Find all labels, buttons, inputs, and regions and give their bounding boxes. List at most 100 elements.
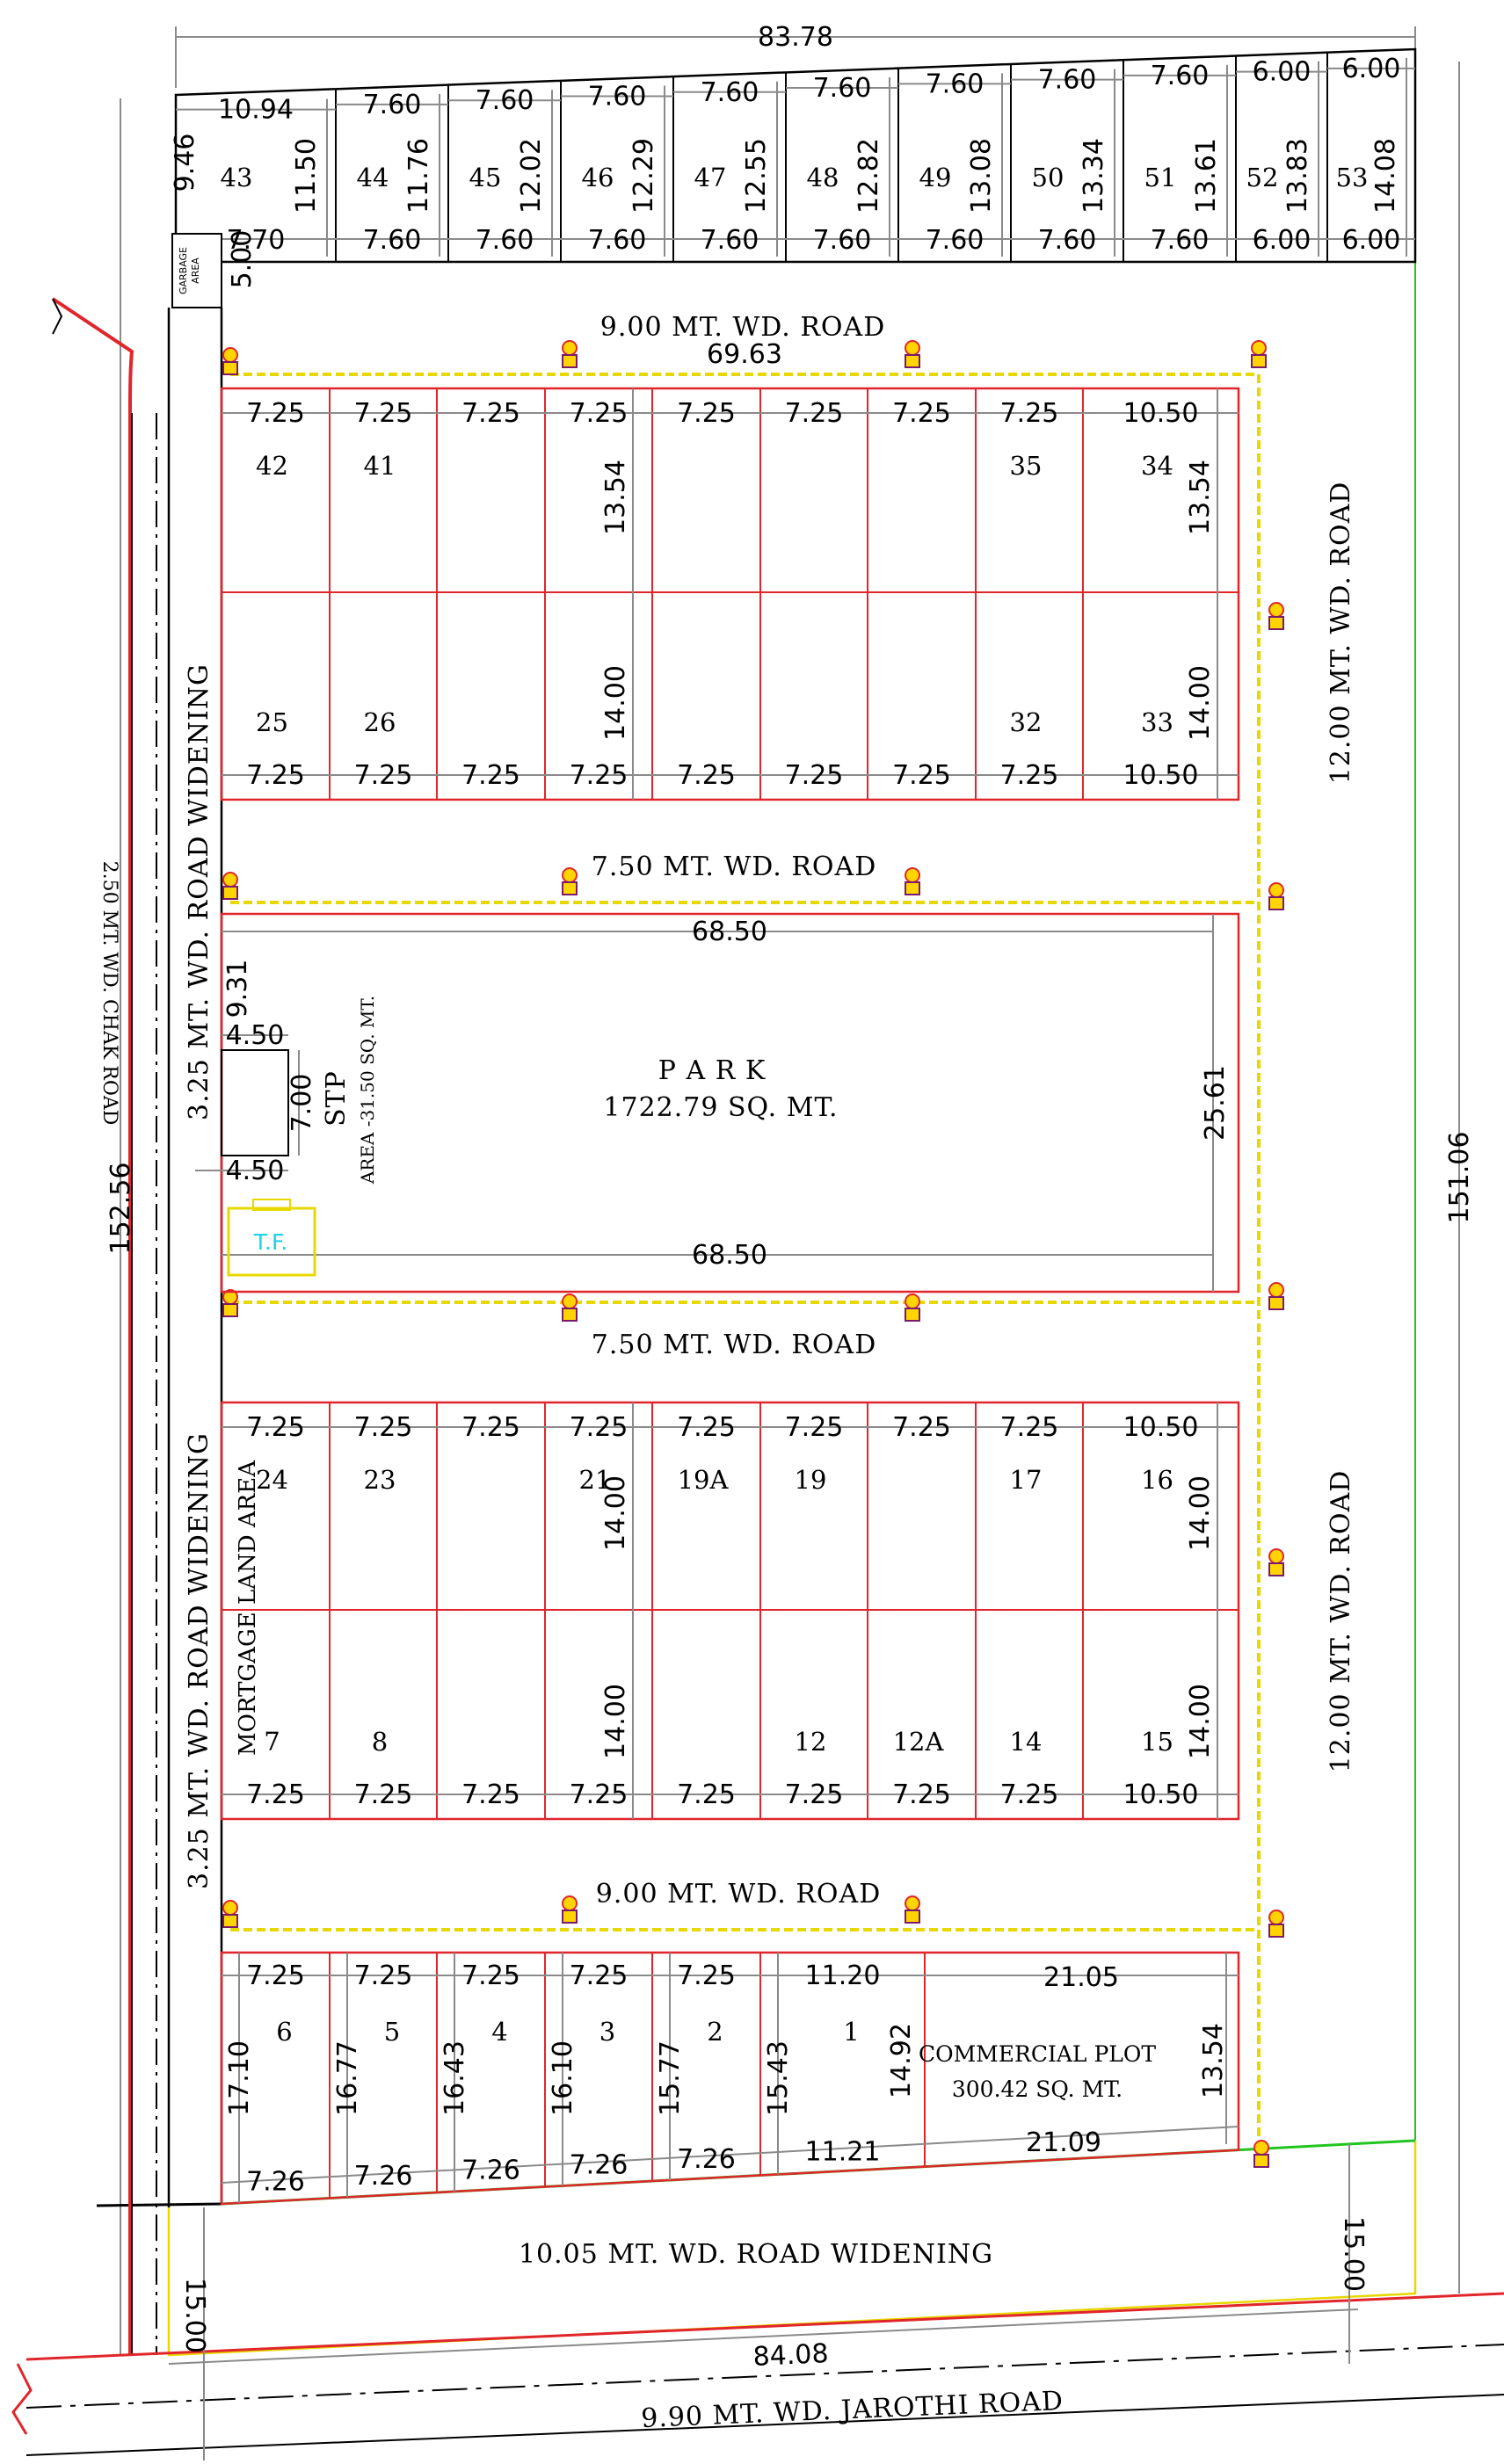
plot-52-number: 52 — [1246, 163, 1279, 192]
plot-5-front: 7.25 — [354, 1960, 413, 1991]
road-7-5m-a-label: 7.50 MT. WD. ROAD — [592, 852, 877, 882]
street-light-icon — [222, 1900, 238, 1916]
commercial-label: COMMERCIAL PLOT — [919, 2041, 1156, 2067]
block-a-bottom-width-3: 7.25 — [570, 760, 628, 791]
stp-width-bottom: 4.50 — [226, 1156, 285, 1186]
block-a-top-width-8: 10.50 — [1123, 398, 1199, 429]
plot-44-front: 7.60 — [363, 90, 422, 120]
block-a-outline — [220, 387, 1240, 801]
commercial-front: 21.05 — [1043, 1962, 1119, 1993]
block-a-depth-bottom: 14.00 — [1185, 665, 1216, 741]
top-row-outline — [174, 47, 1417, 264]
block-b-top-width-8: 10.50 — [1123, 1412, 1199, 1443]
commercial-depth: 13.54 — [1198, 2023, 1229, 2098]
street-light-base-icon — [1268, 1562, 1284, 1576]
block-b-bottom-width-1: 7.25 — [354, 1779, 413, 1810]
road-7-5m-b-label: 7.50 MT. WD. ROAD — [592, 1330, 877, 1360]
plot-43-back: 7.70 — [227, 225, 286, 256]
street-light-base-icon — [905, 1308, 920, 1322]
block-a-depth-bottom: 14.00 — [600, 665, 631, 741]
plot-3-front: 7.25 — [570, 1960, 628, 1991]
plot-42-number: 42 — [256, 451, 288, 481]
plot-43-number: 43 — [221, 163, 253, 192]
commercial-back: 21.09 — [1026, 2127, 1101, 2158]
street-light-icon — [1268, 1548, 1284, 1564]
block-a-bottom-width-8: 10.50 — [1123, 760, 1199, 791]
plot-15-number: 15 — [1141, 1727, 1173, 1757]
plot-47-depth: 12.55 — [741, 138, 772, 214]
plot-6-front: 7.25 — [246, 1960, 305, 1991]
plot-8-number: 8 — [372, 1727, 388, 1757]
street-light-icon — [562, 867, 578, 883]
street-light-base-icon — [562, 1910, 578, 1924]
plot-47-front: 7.60 — [701, 77, 759, 108]
street-light-base-icon — [562, 354, 578, 368]
plot-6-depth: 17.10 — [224, 2040, 255, 2116]
plot-1-right-depth: 14.92 — [886, 2023, 917, 2098]
block-a-top-width-1: 7.25 — [354, 398, 413, 429]
block-b-bottom-width-6: 7.25 — [892, 1779, 951, 1810]
plot-4-front: 7.25 — [461, 1960, 520, 1991]
plot-23-number: 23 — [364, 1465, 396, 1495]
plot-48-front: 7.60 — [813, 73, 872, 104]
plot-46-back: 7.60 — [588, 225, 647, 256]
block-b-depth-bottom: 14.00 — [600, 1684, 631, 1759]
top-width-label: 83.78 — [758, 22, 833, 53]
stp-area-label: AREA -31.50 SQ. MT. — [357, 996, 378, 1185]
stp-height: 7.00 — [287, 1074, 317, 1133]
plot-1-back: 11.21 — [805, 2137, 881, 2168]
jarothi-road-label: 9.90 MT. WD. JAROTHI ROAD — [641, 2386, 1064, 2434]
plot-6-number: 6 — [276, 2017, 292, 2047]
plot-1-number: 1 — [843, 2017, 859, 2047]
block-a-bottom-width-6: 7.25 — [892, 760, 951, 791]
block-b-top-width-0: 7.25 — [246, 1412, 305, 1443]
mortgage-label: MORTGAGE LAND AREA — [235, 1460, 261, 1756]
plot-33-number: 33 — [1141, 707, 1173, 737]
park-height: 25.61 — [1200, 1065, 1231, 1141]
block-b-bottom-width-8: 10.50 — [1123, 1779, 1199, 1810]
top-plot-row: 9.4610.947.7011.50437.607.6011.76447.607… — [170, 47, 1417, 264]
plot-12-number: 12 — [795, 1727, 827, 1757]
street-light-base-icon — [1251, 354, 1267, 368]
street-light-base-icon — [905, 354, 920, 368]
block-b-top-width-3: 7.25 — [570, 1412, 628, 1443]
plot-51-depth: 13.61 — [1191, 138, 1222, 214]
chak-road-label: 2.50 MT. WD. CHAK ROAD — [98, 861, 120, 1126]
plot-25-number: 25 — [256, 707, 288, 737]
block-b-bottom-width-7: 7.25 — [1000, 1779, 1059, 1810]
plot-53-number: 53 — [1336, 163, 1369, 192]
plot-44-back: 7.60 — [363, 225, 422, 256]
street-light-icon — [222, 872, 238, 888]
plot-51-back: 7.60 — [1151, 225, 1210, 256]
bottom-widening-label: 10.05 MT. WD. ROAD WIDENING — [519, 2239, 993, 2270]
street-light-icon — [1268, 882, 1284, 898]
street-light-icon — [905, 1294, 920, 1309]
plot-51-number: 51 — [1144, 163, 1177, 192]
street-light-icon — [1268, 1282, 1284, 1298]
street-light-base-icon — [1253, 2154, 1269, 2168]
street-light-base-icon — [222, 1303, 238, 1317]
plot-47-back: 7.60 — [701, 225, 759, 256]
street-light-icon — [1268, 1910, 1284, 1925]
block-c-bottom-dim-line — [221, 2126, 1239, 2184]
plot-45-back: 7.60 — [476, 225, 534, 256]
plot-50-back: 7.60 — [1038, 225, 1097, 256]
block-a-top-width-7: 7.25 — [1000, 398, 1059, 429]
garbage-dim: 5.00 — [227, 230, 258, 289]
park-area: 1722.79 SQ. MT. — [603, 1092, 838, 1123]
plot-14-number: 14 — [1010, 1727, 1043, 1757]
plot-4-depth: 16.43 — [440, 2040, 470, 2116]
block-b: 14.0014.0014.0014.007.257.252477.257.252… — [220, 1401, 1240, 1821]
stp-label: STP — [321, 1070, 352, 1127]
block-a-bottom-width-2: 7.25 — [461, 760, 520, 791]
street-light-icon — [1251, 340, 1267, 356]
stp-area: 4.50 4.50 7.00 STP AREA -31.50 SQ. MT. — [195, 996, 378, 1186]
street-light-base-icon — [222, 886, 238, 900]
plot-49-front: 7.60 — [926, 69, 985, 99]
plot-48-depth: 12.82 — [854, 138, 884, 214]
left-length-label: 152.56 — [105, 1163, 136, 1255]
plot-19A-number: 19A — [678, 1465, 730, 1495]
block-a-top-width-2: 7.25 — [461, 398, 520, 429]
street-light-base-icon — [222, 1914, 238, 1928]
block-a-depth-top: 13.54 — [600, 460, 631, 535]
